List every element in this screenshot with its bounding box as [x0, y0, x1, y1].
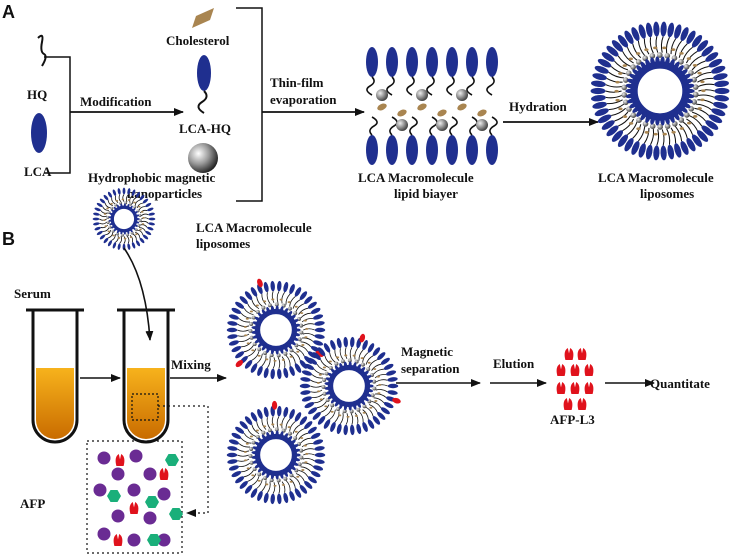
liposome-a-label-2: liposomes: [640, 186, 694, 201]
left-bracket: [44, 56, 71, 174]
bilayer-label-1: LCA Macromolecule: [358, 170, 474, 185]
cholesterol-label: Cholesterol: [166, 33, 230, 48]
afp-label: AFP: [20, 496, 45, 511]
afp-molecules: [93, 449, 183, 547]
mixing-label: Mixing: [171, 357, 211, 372]
zoom-leader-arrowhead: [186, 509, 196, 517]
afp-zoom-box: [86, 440, 183, 554]
panel-b-letter: B: [2, 229, 15, 249]
modification-label: Modification: [80, 94, 152, 109]
serum-label: Serum: [14, 286, 51, 301]
zoom-leader: [158, 405, 209, 514]
serum-tube-1: [26, 308, 84, 444]
lipid-bilayer-graphic: [366, 47, 498, 165]
thin-film-label-2: evaporation: [270, 92, 337, 107]
liposome-a-label-1: LCA Macromolecule: [598, 170, 714, 185]
elution-label: Elution: [493, 356, 535, 371]
liposome-bound-3: [226, 400, 326, 505]
nanoparticles-label-1: Hydrophobic magnetic: [88, 170, 215, 185]
liposome-large-graphic: [590, 21, 730, 161]
quantitate-label: Quantitate: [650, 376, 710, 391]
liposome-bound-1: [226, 278, 326, 380]
magnetic-label-1: Magnetic: [401, 344, 453, 359]
hydration-label: Hydration: [509, 99, 568, 114]
afp-l3-label: AFP-L3: [550, 412, 595, 427]
lca-hq-head-icon: [197, 55, 211, 91]
thin-film-label-1: Thin-film: [270, 75, 324, 90]
liposome-b-label-2: liposomes: [196, 236, 250, 251]
nanoparticles-label-2: nanoparticles: [127, 186, 202, 201]
liposome-bound-2: [299, 333, 401, 436]
lca-hq-tail-icon: [197, 90, 208, 114]
right-bracket: [236, 7, 263, 202]
afp-l3-cluster: [556, 348, 594, 410]
liposome-b-label-1: LCA Macromolecule: [196, 220, 312, 235]
lca-hq-label: LCA-HQ: [179, 121, 231, 136]
hq-label: HQ: [27, 87, 47, 102]
bilayer-label-2: lipid biayer: [394, 186, 458, 201]
serum-tube-2: [117, 308, 175, 444]
liposome-small-graphic: [92, 187, 156, 251]
hq-chain-icon: [37, 34, 47, 67]
lca-label: LCA: [24, 164, 52, 179]
lca-icon: [31, 113, 47, 153]
cholesterol-icon: [192, 8, 214, 28]
liposome-add-arrow: [123, 247, 154, 341]
magnetic-nanoparticle-icon: [188, 143, 218, 173]
panel-a-letter: A: [2, 2, 15, 22]
magnetic-label-2: separation: [401, 361, 460, 376]
